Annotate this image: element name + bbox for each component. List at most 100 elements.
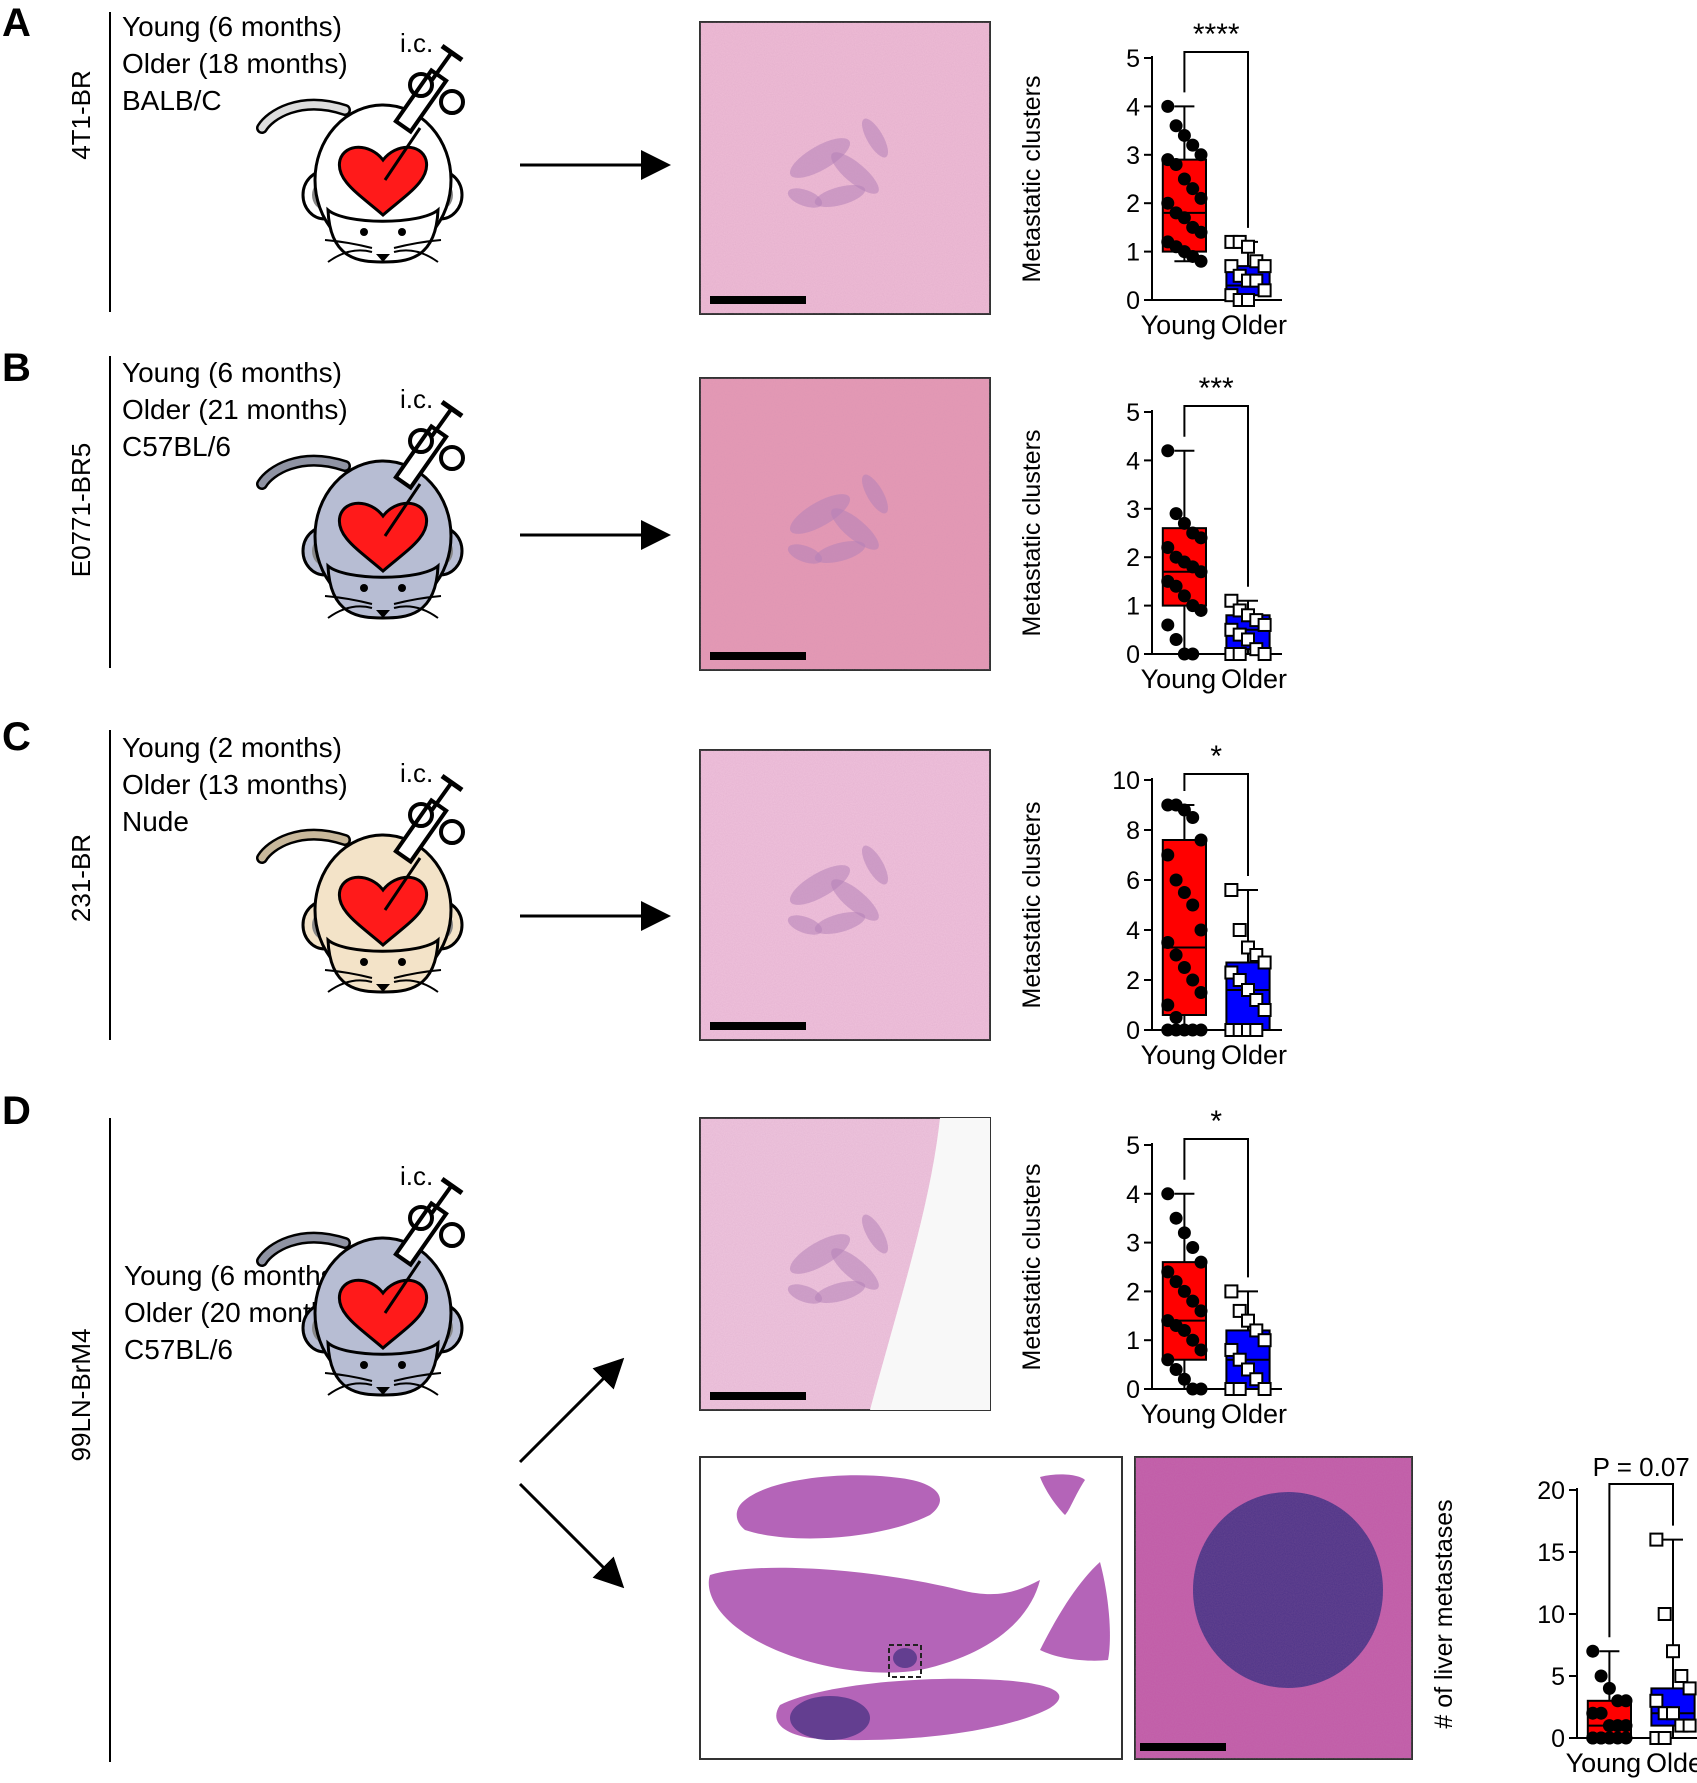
data-point [1169,119,1183,133]
data-point [1194,148,1208,162]
data-point [1186,811,1200,824]
scale-bar [710,1022,806,1030]
significance-label: * [1210,740,1222,773]
mouse-tail-fill [258,101,349,132]
y-tick-label: 0 [1126,1017,1140,1045]
heart-icon [337,145,429,217]
metastasis-cluster [862,118,888,158]
panel-letter: C [2,715,31,759]
data-point [1161,444,1175,458]
x-tick-label: Older [1646,1748,1697,1778]
y-tick-label: 2 [1126,544,1140,572]
data-point [1186,182,1200,196]
liver-metastasis [893,1648,917,1668]
condition-strain: Nude [122,806,189,837]
data-point [1257,1003,1272,1017]
data-point [1241,293,1255,307]
condition-older: Older (18 months) [122,48,348,79]
data-point [1169,632,1183,646]
brain-histology-image [699,749,991,1041]
data-point [1161,99,1175,113]
condition-young: Young (6 months) [122,11,342,42]
data-point [1169,1023,1183,1037]
data-point [1194,254,1208,268]
data-point [1594,1706,1608,1720]
heart-icon [337,1278,429,1350]
data-point [1186,138,1200,152]
y-tick-label: 5 [1126,1132,1140,1160]
data-point [1232,1382,1247,1396]
data-point [1194,191,1208,205]
y-tick-label: 2 [1126,190,1140,218]
metastasis-cluster [862,845,888,885]
scale-bar [710,652,806,660]
box-older [1224,234,1272,307]
data-point [1257,617,1272,632]
metastasis-cluster [787,544,823,564]
data-point [1186,1294,1200,1308]
liver-section-image [699,1456,1123,1760]
y-tick-label: 0 [1126,287,1140,315]
data-point [1194,603,1208,617]
route-label: i.c. [400,1161,433,1191]
scale-bar [1140,1743,1226,1751]
panel-a: A 4T1-BR Young (6 months) Older (18 mont… [2,1,1287,340]
mouse-tail-fill [258,831,349,862]
data-point [1186,647,1200,661]
data-point [1666,1644,1680,1659]
y-tick-label: 0 [1126,641,1140,669]
metastasis-cluster [787,188,823,208]
metastasis-cluster [831,508,879,550]
mouse-whisker [324,1372,373,1382]
mouse-icon: i.c. [256,28,465,264]
mouse-whisker [393,605,439,619]
mouse-whisker [327,605,373,619]
syringe-icon [383,773,465,911]
mouse-whisker [393,1372,442,1382]
metastasis-cluster [787,915,823,935]
data-point [1249,1023,1264,1037]
data-point [1257,647,1272,661]
panel-c: C 231-BR Young (2 months) Older (13 mont… [2,715,1287,1070]
data-point [1177,1226,1191,1240]
box-older [1649,1532,1697,1745]
data-point [1594,1669,1608,1683]
data-point [1177,172,1191,186]
mouse-head [326,936,440,994]
data-point [1194,1304,1208,1318]
data-point [1602,1731,1616,1745]
data-point [1194,923,1208,937]
zoom-region-box [888,1644,922,1678]
data-point [1177,211,1191,225]
model-label: 4T1-BR [66,70,96,160]
condition-young: Young (2 months) [122,732,342,763]
metastasis-cluster [862,1214,888,1254]
significance-bracket: * [1183,1105,1249,1278]
metastasis-cluster [787,1284,823,1304]
data-point [1161,618,1175,632]
box-young [1161,444,1208,661]
y-tick-label: 5 [1126,399,1140,427]
condition-young: Young (6 months) [122,357,342,388]
liver-zoom-image [1134,1456,1413,1760]
heart-icon [337,501,429,573]
data-point [1241,239,1255,254]
condition-young: Young (6 months) [124,1260,344,1291]
brain-histology-image [699,377,991,671]
condition-strain: C57BL/6 [124,1334,233,1365]
mouse-icon: i.c. [256,1161,465,1397]
liver-lobe [708,1567,1040,1673]
data-point [1161,998,1175,1012]
arrow-brain [518,1357,625,1464]
metastasis-cluster [814,541,866,563]
data-point [1232,647,1247,661]
data-point [1177,128,1191,142]
y-tick-label: 5 [1126,45,1140,73]
condition-strain: BALB/C [122,85,222,116]
mouse-whisker [393,969,442,979]
data-point [1194,1255,1208,1269]
data-point [1682,1681,1697,1696]
mouse-eye [360,228,368,236]
